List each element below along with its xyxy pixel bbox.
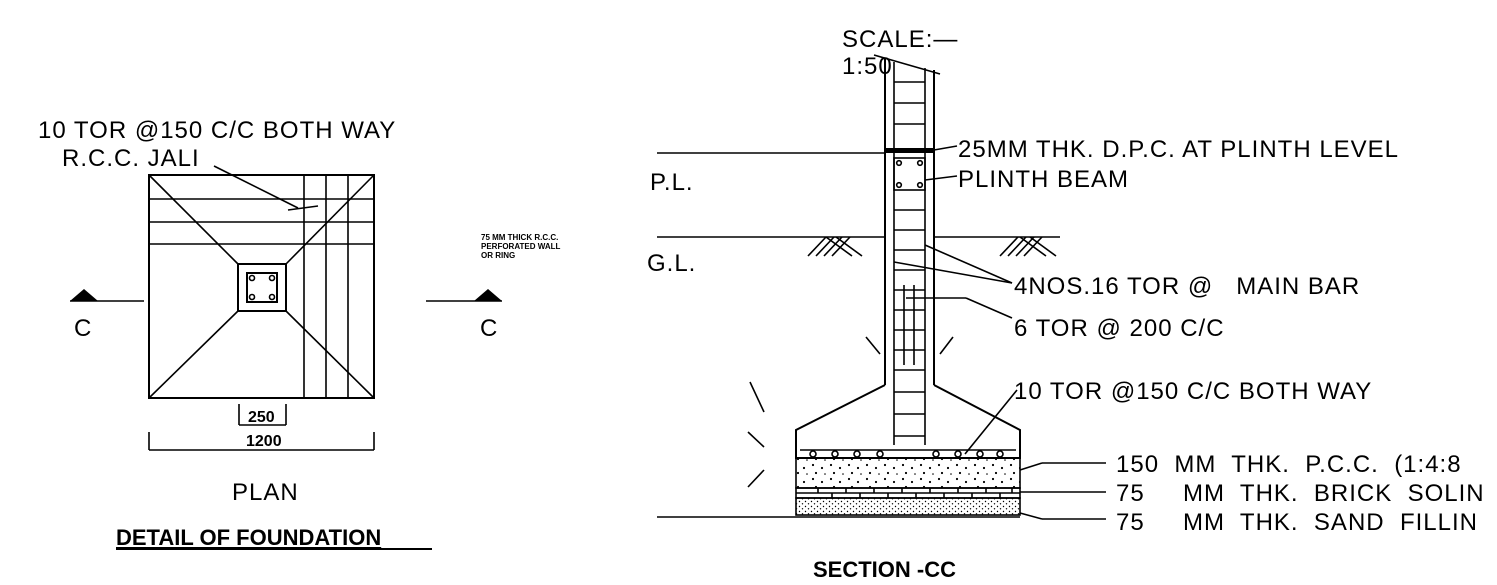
section-title: SECTION -CC bbox=[813, 557, 956, 582]
plan-rebar-note: 10 TOR @150 C/C BOTH WAY bbox=[38, 117, 396, 144]
brick-note: 75 MM THK. BRICK SOLIN bbox=[1116, 480, 1485, 507]
earth-hatch-left bbox=[807, 236, 863, 257]
dim-column-label: 250 bbox=[248, 409, 275, 426]
brick-joints bbox=[796, 488, 1020, 498]
footing-rebar-leader bbox=[964, 389, 1018, 455]
plan-jali-note: R.C.C. JALI bbox=[62, 145, 200, 172]
dpc-leader bbox=[933, 145, 958, 151]
slope-mark bbox=[747, 431, 765, 448]
plan-rebar-leader-end bbox=[287, 205, 319, 211]
section-arrow-right bbox=[474, 289, 502, 301]
main-bar-note: 4NOS.16 TOR @ MAIN BAR bbox=[1014, 273, 1360, 300]
pl-label: P.L. bbox=[650, 169, 694, 196]
pcc-note: 150 MM THK. P.C.C. (1:4:8 bbox=[1116, 451, 1462, 478]
plinth-beam bbox=[893, 157, 926, 191]
side-note: 75 MM THICK R.C.C. PERFORATED WALL OR RI… bbox=[481, 233, 561, 260]
section-mark-right: C bbox=[480, 315, 498, 342]
plinth-beam-note: PLINTH BEAM bbox=[958, 166, 1129, 193]
slope-mark bbox=[939, 336, 954, 355]
plinth-bar bbox=[916, 159, 924, 167]
plinth-beam-leader bbox=[924, 175, 958, 181]
side-note-line3: OR RING bbox=[481, 251, 515, 260]
sand-note: 75 MM THK. SAND FILLIN bbox=[1116, 509, 1478, 536]
scale-label: SCALE:— bbox=[842, 26, 958, 53]
column-bar bbox=[268, 293, 276, 301]
slope-mark bbox=[749, 381, 765, 413]
gl-label: G.L. bbox=[647, 250, 696, 277]
sand-layer bbox=[795, 497, 1021, 516]
column-bar bbox=[268, 274, 276, 282]
column-bar bbox=[248, 274, 256, 282]
stirrup-leader-2 bbox=[965, 297, 1013, 319]
column-inner bbox=[246, 272, 278, 303]
section-arrow-left bbox=[70, 289, 98, 301]
section-view: SCALE:— 1:50 P.L. bbox=[647, 26, 1485, 582]
plan-view: 10 TOR @150 C/C BOTH WAY R.C.C. JALI C C bbox=[38, 117, 502, 550]
footing-rebar-note: 10 TOR @150 C/C BOTH WAY bbox=[1014, 378, 1372, 405]
side-note-line2: PERFORATED WALL bbox=[481, 242, 561, 251]
plinth-bar bbox=[895, 159, 903, 167]
column-outer bbox=[237, 263, 287, 312]
slope-line-bl bbox=[148, 310, 239, 399]
plinth-bar bbox=[895, 181, 903, 189]
slope-line-br bbox=[285, 310, 375, 399]
earth-hatch-right bbox=[999, 236, 1057, 257]
slope-line-tr bbox=[285, 174, 375, 265]
plan-title: DETAIL OF FOUNDATION bbox=[116, 525, 381, 550]
stirrup-note: 6 TOR @ 200 C/C bbox=[1014, 315, 1225, 342]
footing-rebar-dots bbox=[809, 450, 1004, 458]
column-bar bbox=[248, 293, 256, 301]
plan-label: PLAN bbox=[232, 479, 299, 506]
side-note-line1: 75 MM THICK R.C.C. bbox=[481, 233, 558, 242]
footing-outline bbox=[795, 384, 1021, 459]
slope-mark bbox=[747, 469, 765, 488]
slope-mark bbox=[865, 336, 881, 355]
dpc-layer bbox=[885, 148, 934, 153]
dpc-note: 25MM THK. D.P.C. AT PLINTH LEVEL bbox=[958, 136, 1399, 163]
sand-leader bbox=[1019, 512, 1043, 520]
plinth-bar bbox=[916, 181, 924, 189]
pcc-leader bbox=[1019, 462, 1043, 471]
main-bar-leader-2 bbox=[924, 244, 1013, 284]
main-bar-leader bbox=[893, 261, 1013, 284]
dim-footing-label: 1200 bbox=[246, 433, 282, 450]
plan-rebar-leader bbox=[213, 165, 299, 209]
section-mark-left: C bbox=[74, 315, 92, 342]
footing-outline bbox=[148, 174, 375, 399]
slope-line-tl bbox=[148, 174, 239, 265]
pcc-layer bbox=[795, 457, 1021, 489]
